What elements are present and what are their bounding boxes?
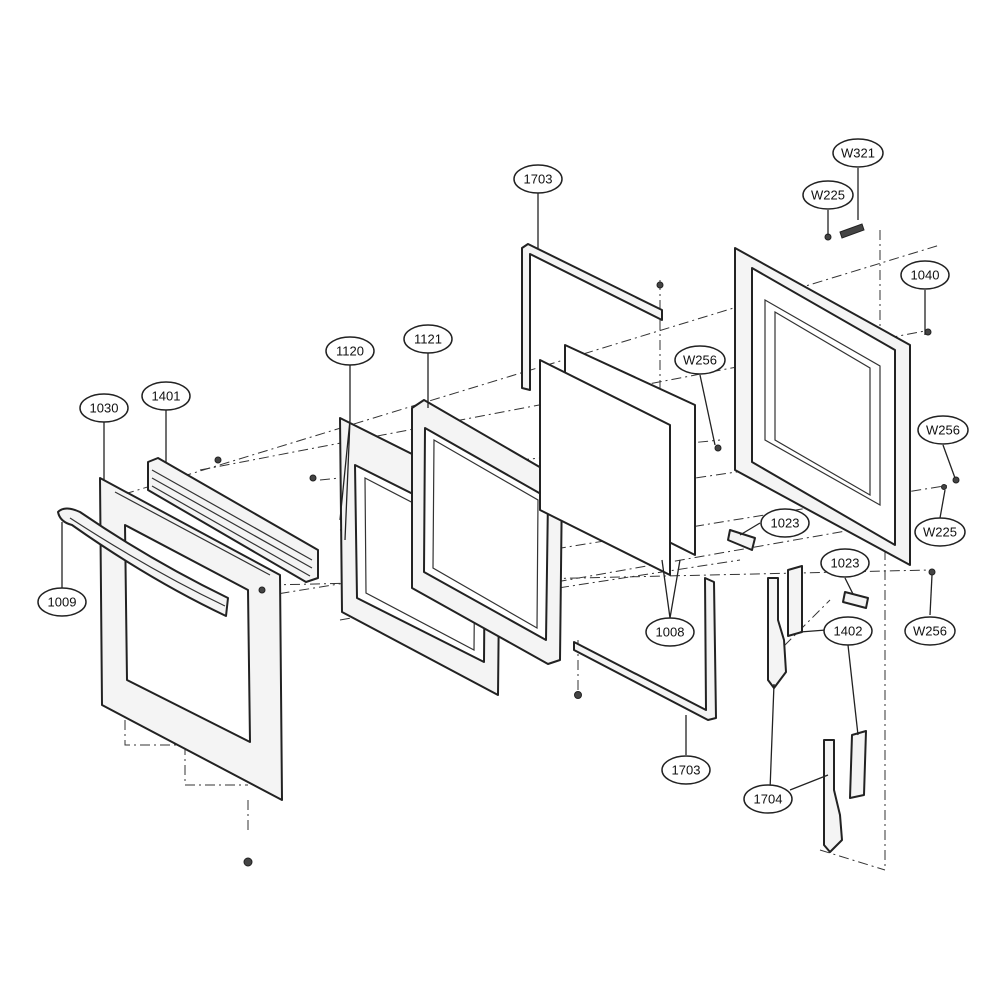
callout-1402-label: 1402 (834, 624, 863, 639)
callout-1008: 1008 (645, 617, 695, 647)
hinge-assembly (767, 577, 843, 853)
callout-1023-lower: 1023 (820, 548, 870, 578)
callout-1120: 1120 (325, 336, 375, 366)
gasket-top (521, 243, 663, 391)
callout-1040-label: 1040 (911, 268, 940, 283)
callout-w256-upper-label: W256 (683, 353, 717, 368)
callout-w256-mid-label: W256 (926, 423, 960, 438)
door-handle (57, 507, 229, 617)
callout-1402: 1402 (823, 616, 873, 646)
gasket-bottom (573, 577, 717, 721)
leader-lines (61, 168, 956, 791)
callout-1040: 1040 (900, 260, 950, 290)
callout-1703-top: 1703 (513, 164, 563, 194)
callout-1009-label: 1009 (48, 595, 77, 610)
callout-1704: 1704 (743, 784, 793, 814)
callout-w256-upper: W256 (674, 345, 726, 375)
callout-1704-label: 1704 (754, 792, 783, 807)
callout-w256-lower: W256 (904, 616, 956, 646)
callout-w225-top: W225 (802, 180, 854, 210)
hinge-receiver (787, 565, 867, 799)
callout-w256-lower-label: W256 (913, 624, 947, 639)
callout-1009: 1009 (37, 587, 87, 617)
callout-1120-label: 1120 (336, 344, 364, 359)
hinge-cover-lower (842, 591, 869, 609)
callout-1121-label: 1121 (414, 332, 442, 347)
callout-1023-lower-label: 1023 (831, 556, 860, 571)
callout-1703-top-label: 1703 (524, 172, 553, 187)
callout-1121: 1121 (403, 324, 453, 354)
callout-1401: 1401 (141, 381, 191, 411)
callout-1401-label: 1401 (152, 389, 181, 404)
callout-w256-mid: W256 (917, 415, 969, 445)
door-vent-trim (147, 457, 319, 583)
callout-1008-label: 1008 (656, 625, 685, 640)
inner-door-liner (734, 247, 911, 566)
door-glass (539, 344, 696, 576)
callout-1023-upper-label: 1023 (771, 516, 800, 531)
callout-1703-bottom: 1703 (661, 755, 711, 785)
callout-w321: W321 (832, 138, 884, 168)
callout-w225-mid: W225 (914, 517, 966, 547)
callout-1023-upper: 1023 (760, 508, 810, 538)
glass-frame-b (411, 399, 563, 665)
callout-1030: 1030 (79, 393, 129, 423)
callout-w321-label: W321 (841, 146, 875, 161)
screws (214, 223, 960, 867)
callout-w225-mid-label: W225 (923, 525, 957, 540)
callout-1703-bottom-label: 1703 (672, 763, 701, 778)
callout-1030-label: 1030 (90, 401, 119, 416)
hinge-cover-upper (727, 529, 756, 551)
callout-w225-top-label: W225 (811, 188, 845, 203)
